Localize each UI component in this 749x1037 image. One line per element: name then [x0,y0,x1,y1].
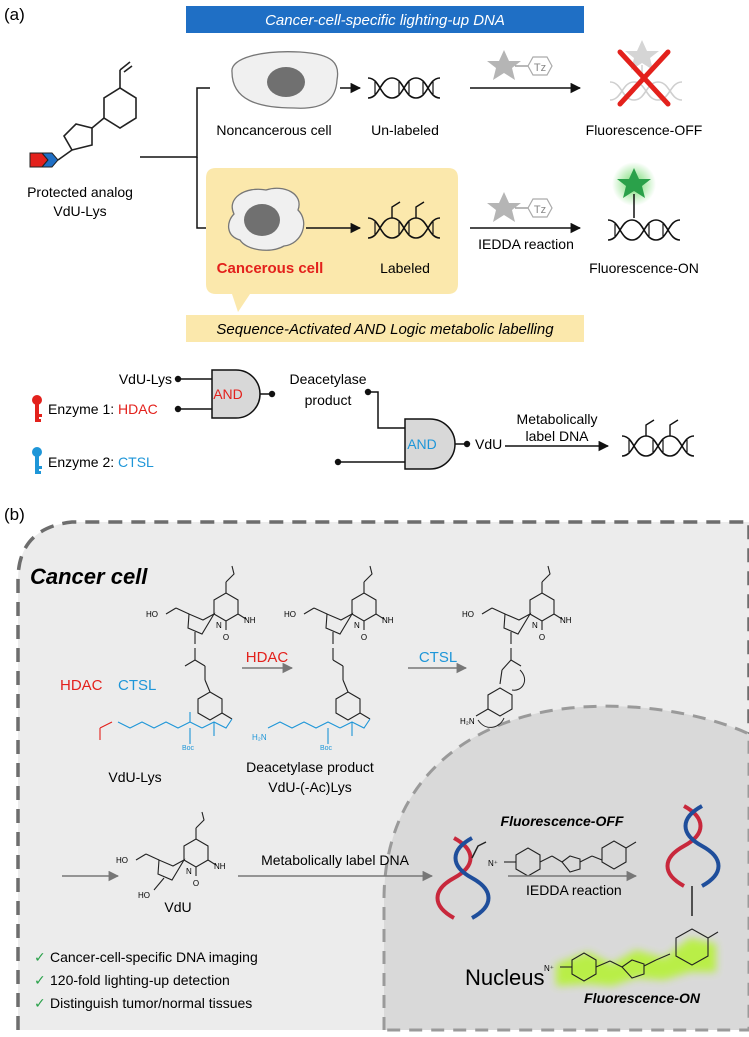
metabolic-arrow-label: Metabolically label DNA [261,852,410,868]
panel-b-label: (b) [4,505,25,524]
dna-helix-product-icon [665,804,721,916]
vdu-structure [135,811,217,891]
fluor-on-label: Fluorescence-ON [589,260,699,276]
n-label-vdu: N [186,867,192,876]
n-label-1: N [216,621,222,630]
and-gate-1 [211,369,261,419]
logic-output-vdu: VdU [475,436,502,452]
n-label-2: N [354,621,360,630]
fluor-off-label: Fluorescence-OFF [586,122,703,138]
branch-upper [140,87,210,158]
noncancerous-cell-icon [231,51,339,109]
analog-label-line2: VdU-Lys [53,203,106,219]
check-item-1: Cancer-cell-specific DNA imaging [50,949,258,965]
and-gate-2 [404,418,456,470]
banner-top [186,6,584,33]
cancerous-cell-icon [228,187,305,251]
analog-label-line1: Protected analog [27,184,133,200]
enzyme2-text: Enzyme 2: CTSL [48,454,154,470]
ho-label-3: HO [462,610,474,619]
compound2-label-line2: VdU-(-Ac)Lys [268,779,352,795]
boc-label-1: Boc [182,745,195,752]
n-label-3: N [532,621,538,630]
fluor-off-b-label: Fluorescence-OFF [501,813,624,829]
panel-a-label: (a) [4,5,25,24]
check-icon-1: ✓ [34,949,46,965]
dna-labeled-final-icon [621,419,695,457]
o-label-1: O [223,633,229,642]
check-icon-3: ✓ [34,995,46,1011]
nucleus-label: Nucleus [465,965,544,990]
n-plus-label-off: N⁺ [488,859,498,868]
unlabeled-label: Un-labeled [371,122,439,138]
banner-mid-text: Sequence-Activated AND Logic metabolic l… [216,321,554,338]
banner-top-text: Cancer-cell-specific lighting-up DNA [265,12,505,29]
vdu-lys-structure [99,565,247,744]
ho-label-1: HO [146,610,158,619]
tz-label-lower: Tz [534,204,546,216]
ho-label-vdu-1: HO [116,856,128,865]
cross-mark-icon [617,49,671,107]
deacetylase-line1: Deacetylase [289,371,366,387]
fluor-on-b-label: Fluorescence-ON [584,990,701,1006]
iedda-b-label: IEDDA reaction [526,882,622,898]
fluorescence-on-icon [607,162,681,241]
protected-analog-icon [29,61,137,168]
cancer-cell-title: Cancer cell [30,564,148,589]
dna-helix-labeled-icon [435,836,491,920]
tz-label-upper: Tz [534,62,546,74]
h2n-label-3: H₂N [460,717,475,726]
check-item-2: 120-fold lighting-up detection [50,972,230,988]
noncancerous-cell-label: Noncancerous cell [216,122,331,138]
nh-label-2: NH [382,616,394,625]
o-label-3: O [539,633,545,642]
check-item-3: Distinguish tumor/normal tissues [50,995,252,1011]
red-key-icon [32,395,42,422]
compound2-label-line1: Deacetylase product [246,759,374,775]
deacetylase-line2: product [305,392,352,408]
compound3-label: VdU [164,899,191,915]
ctsl-tag: CTSL [118,677,156,694]
and-gate-2-label: AND [407,436,437,452]
banner-mid [186,315,584,342]
nh-label-vdu: NH [214,862,226,871]
o-label-2: O [361,633,367,642]
arrow-hdac-label: HDAC [246,649,289,666]
deacetylase-product-structure [267,565,385,744]
labeled-label: Labeled [380,260,430,276]
blue-key-icon [32,447,42,474]
check-icon-2: ✓ [34,972,46,988]
metabolic-label-line2: label DNA [525,428,589,444]
nh-label-3: NH [560,616,572,625]
tz-probe-upper-icon [487,50,553,80]
compound1-label: VdU-Lys [108,769,161,785]
boc-label-2: Boc [320,745,333,752]
o-label-vdu: O [193,879,199,888]
ho-label-vdu-2: HO [138,891,150,900]
branch-lower [196,157,210,229]
logic-input-vdu-lys: VdU-Lys [119,371,172,387]
dna-labeled-icon [367,201,441,239]
fluorescence-off-icon [609,40,683,101]
metabolic-label-line1: Metabolically [517,411,598,427]
intermediate-structure [475,565,563,728]
hdac-tag: HDAC [60,677,103,694]
dna-unlabeled-icon [367,77,441,99]
n-plus-label-on: N⁺ [544,964,554,973]
tz-probe-lower-icon [487,192,553,222]
iedda-label-a: IEDDA reaction [478,236,574,252]
probe-on-structure [560,928,719,982]
enzyme1-text: Enzyme 1: HDAC [48,401,158,417]
h2n-label-2: H₂N [252,733,267,742]
nh-label-1: NH [244,616,256,625]
ho-label-2: HO [284,610,296,619]
probe-off-structure [504,840,637,877]
arrow-ctsl-label: CTSL [419,649,457,666]
and-gate-1-label: AND [213,386,243,402]
cancerous-cell-label: Cancerous cell [217,260,324,277]
